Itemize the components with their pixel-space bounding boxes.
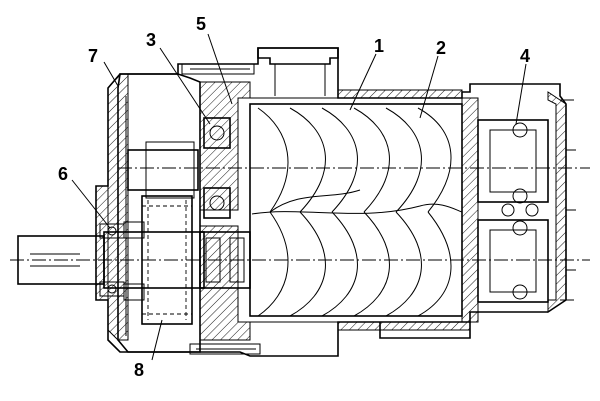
leader-3 [159,47,211,125]
callout-5: 5 [196,14,206,34]
hatched-sections [95,73,567,341]
leader-1 [349,53,377,111]
gear-cover [117,63,261,355]
callout-6: 6 [58,164,68,184]
left-bearings [199,117,251,289]
leader-4 [515,63,527,125]
leader-7 [103,61,119,87]
leader-lines [71,33,527,361]
callout-3: 3 [146,30,156,50]
leader-5 [207,33,233,105]
leader-8 [151,319,163,361]
callout-2: 2 [436,38,446,58]
leader-2 [419,55,439,119]
callout-4: 4 [520,46,530,66]
callout-8: 8 [134,360,144,380]
screw-rotors [249,103,463,317]
right-bearings [477,99,576,303]
callout-7: 7 [88,46,98,66]
callouts: 1 2 3 4 5 6 7 8 [58,14,530,380]
shaft-seal [99,221,145,301]
timing-gears [127,141,199,325]
drive-shaft [17,231,205,289]
centerlines [10,167,590,261]
callout-1: 1 [374,36,384,56]
leader-6 [71,179,111,229]
